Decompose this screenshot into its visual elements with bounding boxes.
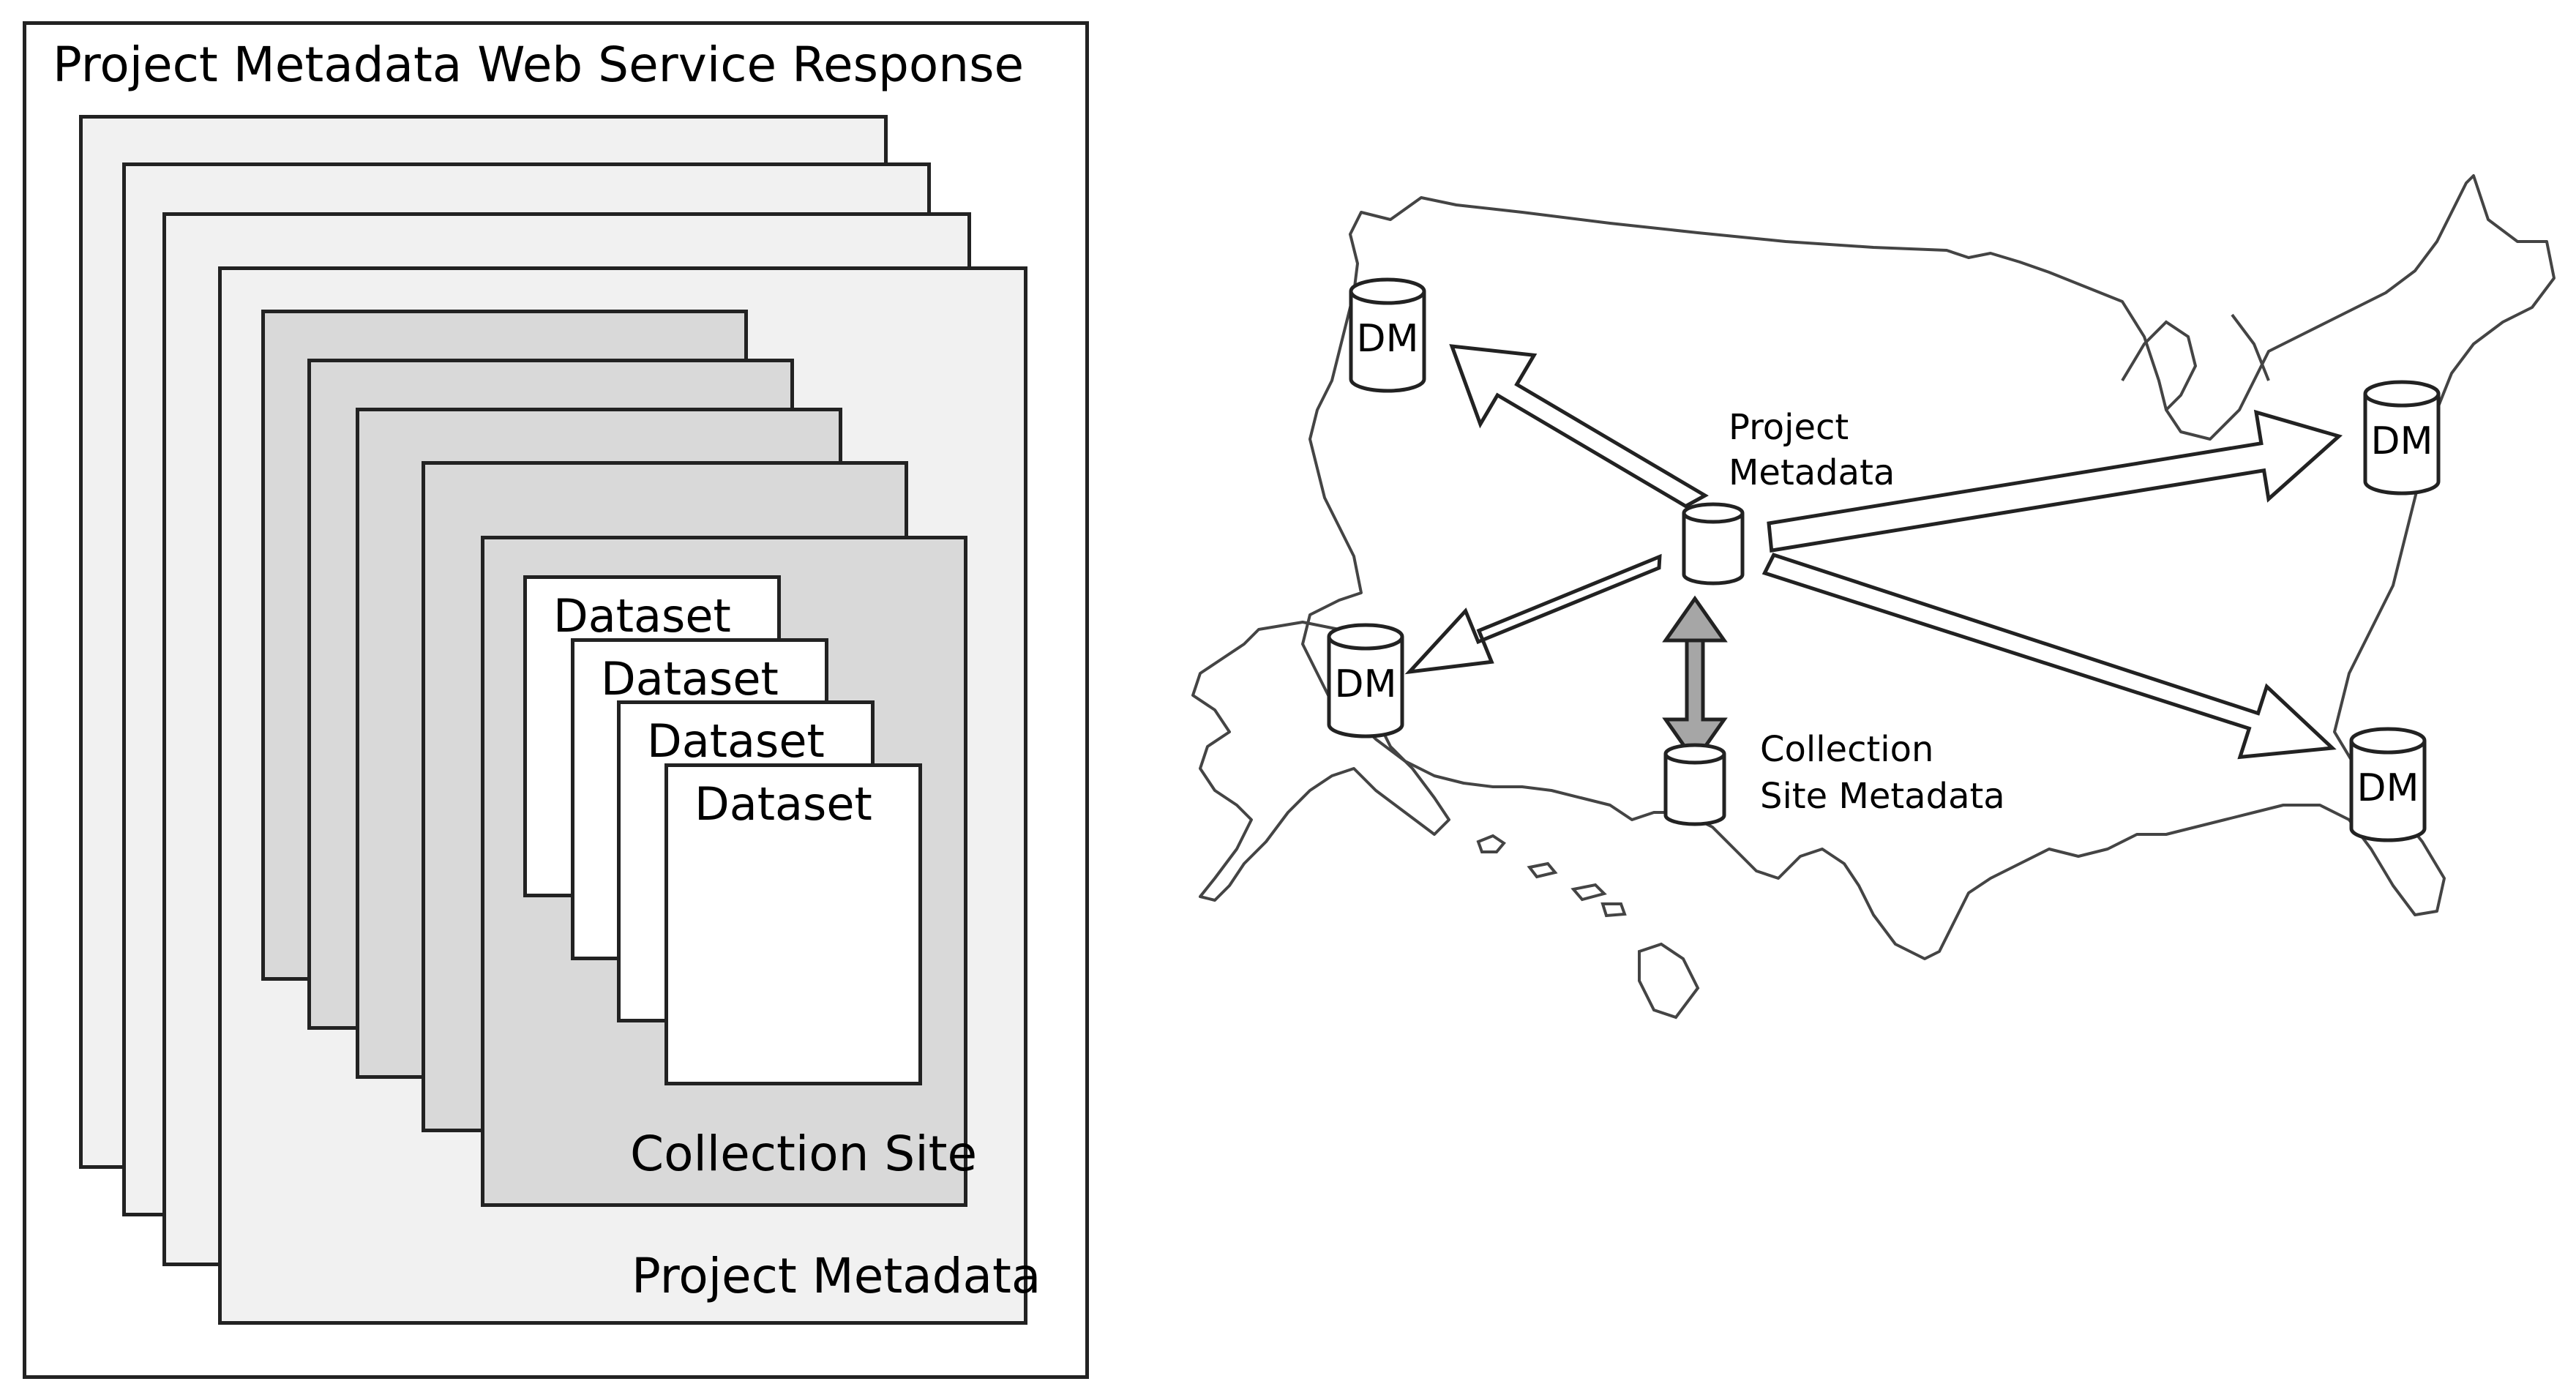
arrow-project-to-site-metadata <box>1662 595 1728 765</box>
dataset-label: Dataset <box>694 777 872 831</box>
project-db-label-line1: Project <box>1729 407 1849 448</box>
dm-db-southeast: DM <box>2351 729 2425 840</box>
site-metadata-db-icon <box>1666 745 1724 824</box>
arrow-to-northeast-dm <box>1767 409 2343 553</box>
alaska-outline <box>1191 621 1450 902</box>
dm-label: DM <box>1335 662 1397 706</box>
arrow-to-northwest-dm <box>1449 344 1709 509</box>
project-metadata-label: Project Metadata <box>632 1248 1041 1304</box>
dm-label: DM <box>2357 766 2419 810</box>
dm-db-northwest: DM <box>1351 280 1424 391</box>
great-lakes <box>2121 313 2270 411</box>
project-db-label-line2: Metadata <box>1729 452 1895 493</box>
dataset-label: Dataset <box>647 714 825 768</box>
dataset-sheet-4: Dataset <box>664 763 922 1085</box>
project-metadata-db-icon <box>1684 504 1742 583</box>
site-db-label-line1: Collection <box>1760 729 1933 770</box>
dataset-label: Dataset <box>601 652 779 706</box>
dm-label: DM <box>1357 317 1419 361</box>
collection-site-label: Collection Site <box>630 1126 978 1182</box>
dm-db-southwest: DM <box>1329 625 1402 736</box>
us-outline <box>1301 174 2556 960</box>
hawaii-islands <box>1476 834 1700 1020</box>
dm-label: DM <box>2371 419 2433 463</box>
dataset-label: Dataset <box>553 589 731 643</box>
dm-db-northeast: DM <box>2365 382 2438 493</box>
response-title: Project Metadata Web Service Response <box>53 37 1025 93</box>
arrow-to-southeast-dm <box>1761 553 2337 760</box>
site-db-label-line2: Site Metadata <box>1760 776 2005 817</box>
arrow-to-southwest-dm <box>1404 553 1662 675</box>
